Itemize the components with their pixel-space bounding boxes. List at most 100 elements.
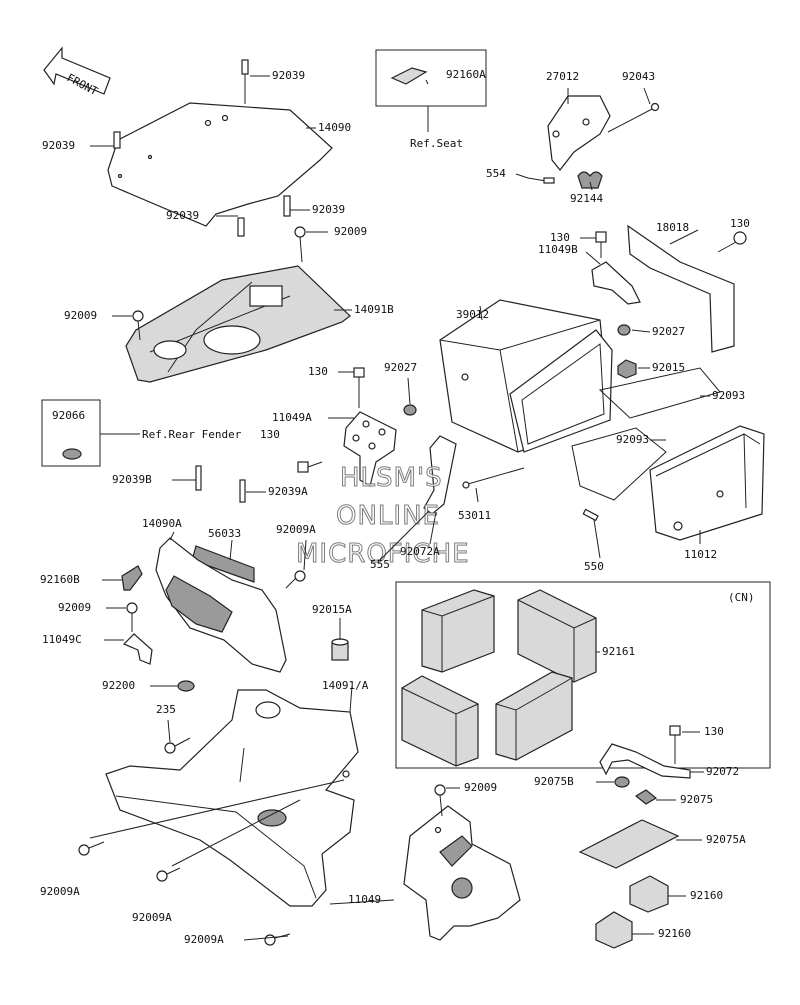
label-92039-left: 92039	[42, 139, 75, 152]
leader-lines	[89, 75, 710, 941]
grommet-92200	[177, 680, 195, 692]
label-11049C: 11049C	[42, 633, 82, 646]
label-92075B: 92075B	[534, 775, 574, 788]
part-14090-plate	[107, 102, 333, 227]
watermark-line-1: HLSM'S	[340, 463, 443, 493]
labels: 92039 14090 92039 92039 92039 92009 1409…	[40, 68, 755, 946]
screw-92009-left	[132, 310, 144, 341]
pin-92039A	[239, 479, 246, 503]
label-11049B: 11049B	[538, 243, 578, 256]
label-92093-a: 92093	[712, 389, 745, 402]
label-92160B: 92160B	[40, 573, 80, 586]
label-235: 235	[156, 703, 176, 716]
label-92027-a: 92027	[652, 325, 685, 338]
hinge-27012	[527, 95, 660, 189]
watermark: HLSM'S ONLINE MICROFICHE	[296, 463, 470, 570]
label-92039-top: 92039	[272, 69, 305, 82]
label-92027-b: 92027	[384, 361, 417, 374]
label-11049: 11049	[348, 893, 381, 906]
pad-92161-c	[401, 675, 479, 767]
block-92160-b	[595, 911, 633, 949]
bracket-18018	[627, 224, 747, 353]
pad-92161-d	[495, 671, 573, 761]
label-92039A: 92039A	[268, 485, 308, 498]
pin-92039-mid	[283, 195, 291, 217]
label-92009-b: 92009	[58, 601, 91, 614]
washer-92027-a	[617, 324, 631, 336]
gasket-92093-b	[571, 427, 667, 501]
label-14091A: 14091/A	[322, 679, 369, 692]
pad-56033	[191, 545, 255, 583]
cn-box	[395, 581, 771, 769]
label-92160A: 92160A	[446, 68, 486, 81]
bracket-11049	[403, 805, 521, 941]
label-92015: 92015	[652, 361, 685, 374]
label-14090: 14090	[318, 121, 351, 134]
label-92039-mid: 92039	[312, 203, 345, 216]
bolt-130-c	[353, 367, 365, 408]
label-92039-bottom: 92039	[166, 209, 199, 222]
label-ref-seat: Ref.Seat	[410, 137, 463, 150]
label-92144: 92144	[570, 192, 603, 205]
label-92072A: 92072A	[400, 545, 440, 558]
screw-92009A-b	[78, 841, 105, 856]
label-27012: 27012	[546, 70, 579, 83]
bolt-235	[164, 737, 191, 754]
label-92009A-c: 92009A	[132, 911, 172, 924]
pad-92161-b	[517, 589, 597, 683]
battery-box-39012	[439, 299, 613, 453]
panel-14091A	[105, 689, 359, 907]
hook-92072A	[423, 435, 457, 515]
label-130-c: 130	[308, 365, 328, 378]
label-53011: 53011	[458, 509, 491, 522]
label-92075A: 92075A	[706, 833, 746, 846]
label-92075: 92075	[680, 793, 713, 806]
bracket-92072	[599, 743, 691, 779]
bolt-130-a	[595, 231, 607, 258]
bracket-11049A	[343, 411, 397, 487]
screw-92009A-c	[156, 867, 181, 882]
label-92093-b: 92093	[616, 433, 649, 446]
bolt-130-ref	[297, 461, 323, 473]
label-92009A-b: 92009A	[40, 885, 80, 898]
clip-92160B	[121, 565, 143, 591]
label-18018: 18018	[656, 221, 689, 234]
pin-92039B	[195, 465, 202, 491]
label-554: 554	[486, 167, 506, 180]
label-11049A: 11049A	[272, 411, 312, 424]
label-92072: 92072	[706, 765, 739, 778]
bolt-53011	[462, 467, 525, 489]
screw-92009A-a	[285, 570, 306, 589]
washer-92075B	[614, 776, 630, 788]
gasket-92093-a	[598, 367, 721, 419]
label-92043: 92043	[622, 70, 655, 83]
label-39012: 39012	[456, 308, 489, 321]
label-14091B: 14091B	[354, 303, 394, 316]
bracket-11049C	[122, 633, 153, 665]
pin-92039-top	[241, 59, 249, 104]
screw-92009-c	[434, 784, 446, 817]
label-130-a: 130	[550, 231, 570, 244]
label-14090A: 14090A	[142, 517, 182, 530]
label-92039B: 92039B	[112, 473, 152, 486]
watermark-line-2: ONLINE	[336, 501, 440, 531]
pin-550	[582, 508, 599, 522]
label-92009-c: 92009	[464, 781, 497, 794]
clip-92075	[634, 789, 658, 805]
screw-92009-b	[126, 602, 138, 632]
label-92161: 92161	[602, 645, 635, 658]
sheet-92075A	[578, 819, 680, 869]
ref-box-92066	[41, 399, 101, 467]
label-550: 550	[584, 560, 604, 573]
label-92160-a: 92160	[690, 889, 723, 902]
label-555: 555	[370, 558, 390, 571]
guard-14090A	[155, 537, 287, 673]
ref-seat-box	[375, 49, 487, 132]
label-92200: 92200	[102, 679, 135, 692]
label-92009-top: 92009	[334, 225, 367, 238]
nut-92015	[617, 359, 637, 379]
screw-92009-top	[294, 226, 306, 263]
pin-92039-bottom	[237, 217, 245, 237]
block-92160-a	[629, 875, 669, 913]
